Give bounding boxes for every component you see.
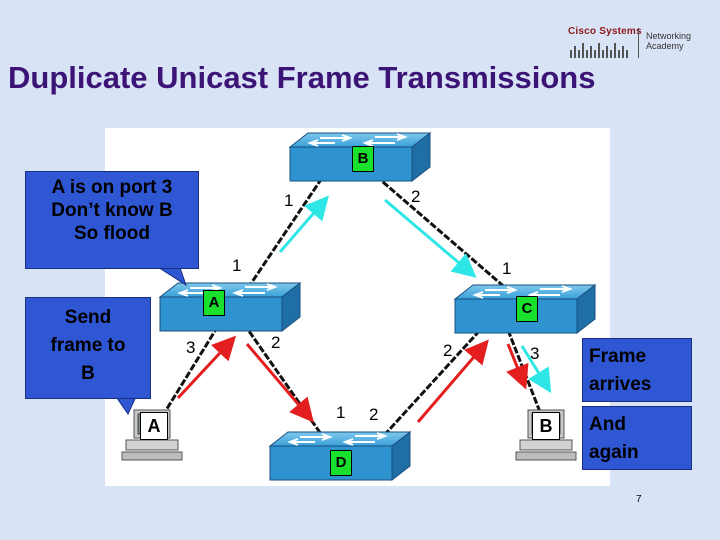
networking-academy-text: Networking Academy: [646, 31, 692, 51]
arrow-hosta-to-a: [176, 335, 237, 400]
port-label: 1: [336, 403, 346, 422]
port-label: 2: [271, 333, 281, 352]
switch-b-label: B: [352, 146, 374, 172]
cisco-networking-academy-logo: Cisco Systems Networking Academy: [568, 26, 708, 64]
link-c-hostb: [506, 329, 542, 413]
arrow-d-to-c: [416, 339, 489, 423]
cisco-bridge-icon: [570, 43, 628, 58]
cisco-systems-wordmark: Cisco Systems: [568, 26, 642, 37]
port-label: 2: [369, 405, 379, 424]
port-label: 2: [411, 187, 421, 206]
switch-c-label: C: [516, 296, 538, 322]
link-a-d: [242, 323, 330, 445]
switch-a-label: A: [203, 290, 225, 316]
arrow-b-to-c: [384, 198, 477, 278]
port-label: 2: [443, 341, 453, 360]
slide-title: Duplicate Unicast Frame Transmissions: [8, 60, 596, 95]
port-label: 3: [530, 344, 540, 363]
port-label: 1: [284, 191, 294, 210]
callout-frame-arrives: Frame arrives: [582, 338, 692, 402]
callout-send: Send frame to B: [25, 297, 151, 399]
port-label: 3: [186, 338, 196, 357]
port-label: 1: [502, 259, 512, 278]
arrow-c-to-hostb-cyan: [520, 345, 552, 394]
host-a-label: A: [140, 412, 168, 440]
host-b-label: B: [532, 412, 560, 440]
link-b-c: [375, 174, 509, 292]
callout-flood: A is on port 3 Don’t know B So flood: [25, 171, 199, 269]
arrow-c-to-hostb-red: [506, 343, 529, 390]
page-number: 7: [636, 494, 642, 505]
link-a-hosta: [158, 325, 220, 421]
port-label: 1: [232, 256, 242, 275]
arrow-a-to-d: [245, 343, 314, 423]
logo-divider: [638, 28, 639, 58]
switch-d-label: D: [330, 450, 352, 476]
arrow-a-to-b: [278, 195, 329, 253]
callout-and-again: And again: [582, 406, 692, 470]
